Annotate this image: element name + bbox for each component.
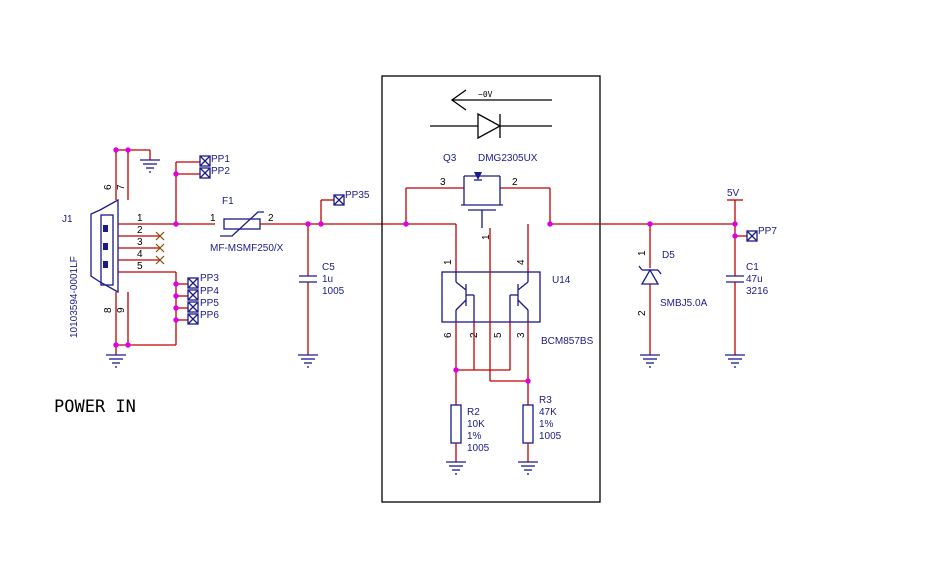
pp4-label: PP4	[200, 286, 219, 297]
j1-pin-1: 1	[137, 213, 143, 224]
capacitor-c5: C5 1u 1005	[299, 224, 345, 355]
testpoint-pp2: PP2	[199, 166, 230, 179]
c1-package-label: 3216	[746, 286, 769, 297]
testpoint-pp7: PP7	[735, 226, 777, 242]
fuse-f1: F1 1 2 MF-MSMF250/X	[210, 196, 406, 254]
testpoint-pp1: PP1	[199, 154, 230, 167]
testpoint-pp5: PP5	[187, 298, 219, 313]
ground-symbol	[106, 354, 126, 368]
j1-pin-3: 3	[137, 237, 143, 248]
testpoint-pp6: PP6	[187, 310, 219, 325]
u14-wiring	[455, 228, 529, 405]
q3-pin2: 2	[512, 177, 518, 188]
testpoint-pp4: PP4	[187, 286, 219, 301]
ground-symbol	[298, 354, 318, 368]
q3-pin1: 1	[481, 234, 492, 240]
pp3-label: PP3	[200, 273, 219, 284]
protection-block-frame	[381, 75, 601, 503]
pp1-label: PP1	[211, 154, 230, 165]
rail-5v-label: 5V	[727, 188, 740, 199]
q3-ref-label: Q3	[443, 153, 457, 164]
transistor-u14: U14 BCM857BS 1 4 6 2 5 3	[441, 259, 594, 347]
j1-pin-7: 7	[116, 184, 127, 190]
arrow-note-label: ~0V	[478, 90, 493, 99]
resistor-r3: R3 47K 1% 1005	[522, 395, 562, 462]
connector-pin-mark	[103, 225, 108, 232]
mosfet-diode-mark	[474, 172, 482, 180]
pp7-label: PP7	[758, 226, 777, 237]
ground-symbol	[446, 461, 466, 475]
connector-pin-mark	[103, 261, 108, 268]
tvs-diode-d5: D5 SMBJ5.0A 1 2	[637, 224, 708, 355]
junction-dots	[113, 147, 738, 384]
d5-pin2: 2	[637, 310, 648, 316]
j1-pin-5: 5	[137, 261, 143, 272]
connector-j1: J1 10103594-0001LF 1 2 3 4 5 6 7 8 9	[62, 184, 143, 338]
c5-value-label: 1u	[322, 274, 333, 285]
connector-body	[90, 198, 119, 294]
j1-pin-4: 4	[137, 249, 143, 260]
f1-part-label: MF-MSMF250/X	[210, 243, 284, 254]
u14-pin3: 3	[516, 332, 527, 338]
r3-value-label: 47K	[539, 407, 557, 418]
no-connect-mark	[155, 255, 165, 265]
c1-ref-label: C1	[746, 262, 759, 273]
u14-pin4: 4	[516, 259, 527, 265]
r3-tolerance-label: 1%	[539, 419, 554, 430]
c1-value-label: 47u	[746, 274, 763, 285]
pp6-label: PP6	[200, 310, 219, 321]
q3-part-label: DMG2305UX	[478, 153, 538, 164]
d5-ref-label: D5	[662, 250, 675, 261]
pp35-label: PP35	[345, 190, 370, 201]
connector-slot	[100, 214, 114, 286]
r2-ref-label: R2	[467, 407, 480, 418]
pp2-label: PP2	[211, 166, 230, 177]
resistor-r2: R2 10K 1% 1005	[450, 404, 490, 462]
j1-wires	[115, 149, 215, 355]
f1-ref-label: F1	[222, 196, 234, 207]
j1-pin-2: 2	[137, 225, 143, 236]
power-rail-5v: 5V	[727, 188, 743, 224]
j1-part-label: 10103594-0001LF	[69, 256, 80, 338]
r2-value-label: 10K	[467, 419, 485, 430]
c5-ref-label: C5	[322, 262, 335, 273]
j1-pin-8: 8	[103, 307, 114, 313]
r3-ref-label: R3	[539, 395, 552, 406]
j1-pin-6: 6	[103, 184, 114, 190]
pp5-label: PP5	[200, 298, 219, 309]
d5-pin1: 1	[637, 250, 648, 256]
page-title: POWER IN	[54, 397, 136, 417]
ground-symbol	[518, 461, 538, 475]
connector-pin-mark	[103, 243, 108, 250]
j1-pin-9: 9	[116, 307, 127, 313]
testpoint-pp35: PP35	[320, 190, 370, 224]
reverse-current-note: ~0V	[430, 89, 552, 140]
f1-pin1: 1	[210, 213, 216, 224]
u14-pin1: 1	[443, 259, 454, 265]
testpoint-pp3: PP3	[187, 273, 219, 289]
u14-ref-label: U14	[552, 275, 571, 286]
u14-pin5: 5	[493, 332, 504, 338]
capacitor-c1: C1 47u 3216	[726, 224, 769, 355]
u14-pin6: 6	[443, 332, 454, 338]
mosfet-q3: Q3 DMG2305UX 3 2 1	[405, 153, 551, 240]
f1-pin2: 2	[268, 213, 274, 224]
r2-tolerance-label: 1%	[467, 431, 482, 442]
ground-symbol	[725, 354, 745, 368]
no-connect-mark	[155, 231, 165, 241]
j1-ref-label: J1	[62, 214, 73, 225]
r3-package-label: 1005	[539, 431, 562, 442]
c5-package-label: 1005	[322, 286, 345, 297]
no-connect-mark	[155, 243, 165, 253]
q3-pin3: 3	[440, 177, 446, 188]
r2-package-label: 1005	[467, 443, 490, 454]
ground-symbol	[640, 354, 660, 368]
u14-part-label: BCM857BS	[541, 336, 594, 347]
d5-part-label: SMBJ5.0A	[660, 298, 708, 309]
ground-symbol	[140, 159, 160, 173]
